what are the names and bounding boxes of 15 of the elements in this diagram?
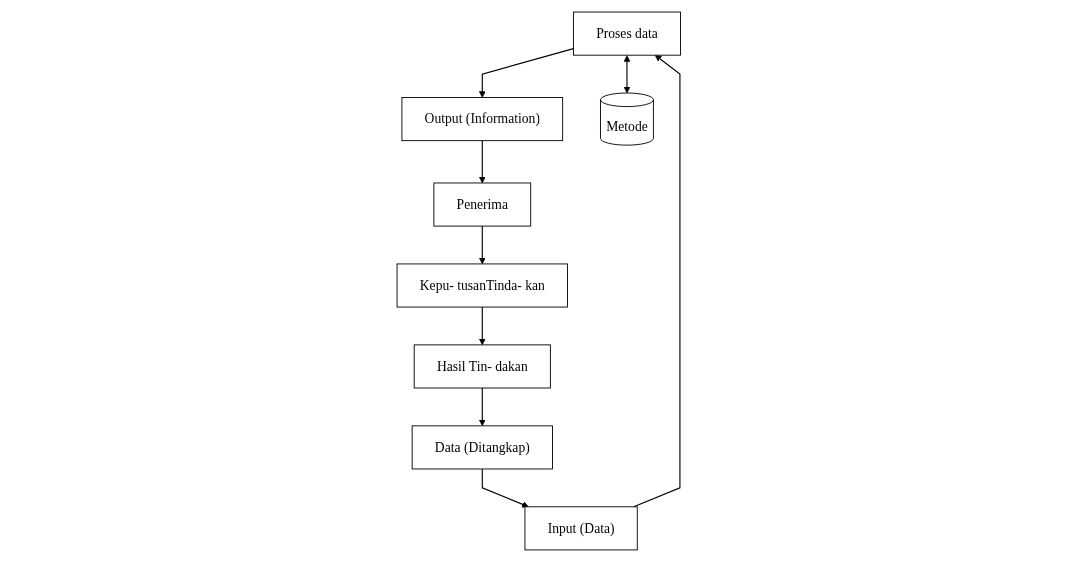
- node-box: Output (Information): [401, 97, 564, 142]
- node-box: Proses data: [573, 11, 682, 56]
- node-box: Hasil Tin- dakan: [413, 344, 552, 389]
- node-box: Penerima: [433, 182, 532, 227]
- arrow: [479, 140, 486, 184]
- arrow: [633, 54, 681, 508]
- arrow: [623, 55, 631, 94]
- arrow: [479, 387, 486, 427]
- node-box: Data (Ditangkap): [411, 425, 554, 470]
- node-box: Kepu- tusanTinda- kan: [396, 263, 569, 308]
- node-box: Input (Data): [524, 506, 638, 551]
- arrow: [479, 225, 486, 265]
- arrow: [479, 48, 575, 98]
- arrow: [479, 306, 486, 346]
- arrow: [481, 468, 529, 508]
